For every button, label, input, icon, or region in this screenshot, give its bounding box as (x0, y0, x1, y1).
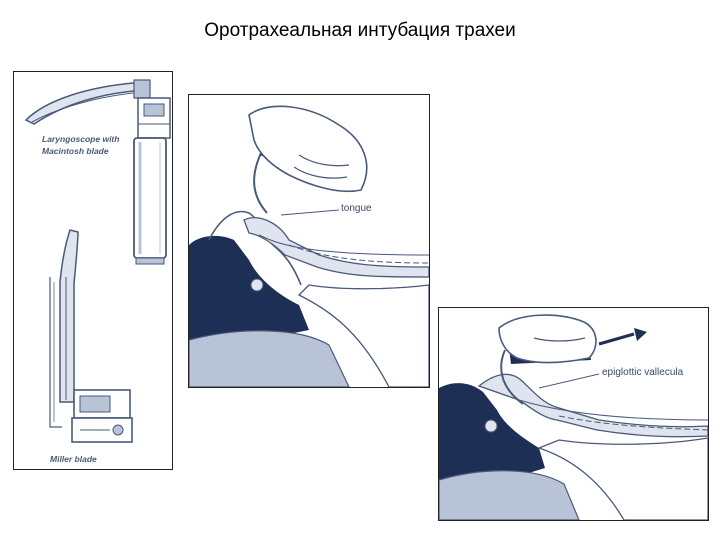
miller-caption: Miller blade (50, 454, 97, 464)
vallecula-label: epiglottic vallecula (602, 367, 684, 378)
tongue-insertion-drawing (189, 105, 429, 387)
laryngoscope-illustration-panel: Laryngoscope with Macintosh blade Miller… (13, 71, 173, 470)
macintosh-caption-line2: Macintosh blade (42, 146, 109, 156)
slide-title: Оротрахеальная интубация трахеи (204, 20, 516, 41)
vallecula-drawing (439, 314, 708, 520)
vallecula-panel: epiglottic vallecula (438, 307, 709, 521)
tongue-label: tongue (341, 203, 372, 214)
laryngoscope-drawing (24, 79, 171, 443)
tongue-insertion-panel: tongue (188, 94, 430, 388)
macintosh-caption-line1: Laryngoscope with (42, 134, 120, 144)
